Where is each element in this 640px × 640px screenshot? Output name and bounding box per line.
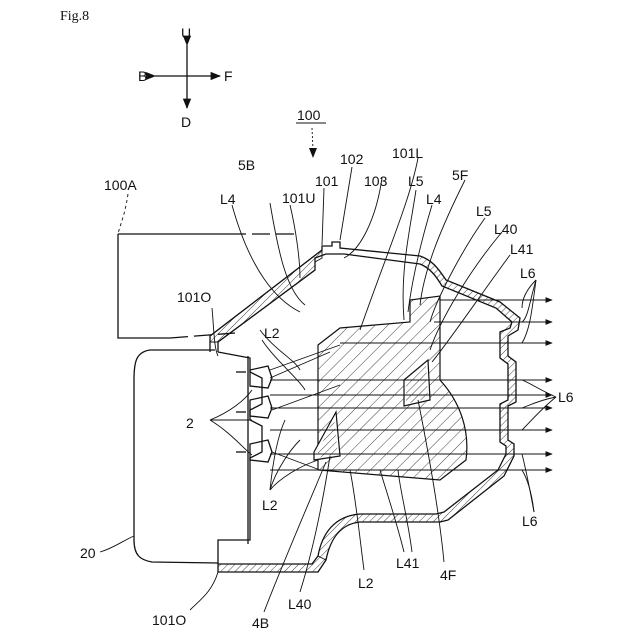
- label-103: 103: [364, 173, 388, 189]
- label-101O-top: 101O: [177, 289, 211, 305]
- label-101: 101: [315, 173, 339, 189]
- label-L5-top: L5: [408, 173, 424, 189]
- label-L40-bottom: L40: [288, 596, 312, 612]
- assembly-arrowhead: [309, 148, 317, 158]
- label-5B: 5B: [238, 157, 255, 173]
- label-4F: 4F: [440, 567, 456, 583]
- label-L40-top: L40: [494, 221, 518, 237]
- vehicle-body: [134, 350, 218, 563]
- label-101L: 101L: [392, 145, 423, 161]
- label-4B: 4B: [252, 615, 269, 631]
- label-L4-right: L4: [426, 191, 442, 207]
- label-L6-top: L6: [520, 265, 536, 281]
- label-L6-bottom: L6: [522, 513, 538, 529]
- direction-up-label: U: [181, 25, 191, 41]
- direction-down-label: D: [181, 114, 191, 130]
- label-2: 2: [186, 415, 194, 431]
- label-L6-mid: L6: [558, 389, 574, 405]
- label-L41-top: L41: [510, 241, 534, 257]
- assembly-label: 100: [297, 107, 321, 123]
- label-100A: 100A: [104, 177, 137, 193]
- light-source-wall: [218, 352, 272, 563]
- label-20: 20: [80, 545, 96, 561]
- label-L4-left: L4: [220, 191, 236, 207]
- label-102: 102: [340, 151, 364, 167]
- label-101U: 101U: [282, 190, 315, 206]
- label-L5-right: L5: [476, 203, 492, 219]
- label-L2-lower: L2: [358, 575, 374, 591]
- direction-front-label: F: [224, 68, 233, 84]
- lamp-unit-outline: [118, 194, 300, 338]
- direction-back-label: B: [138, 68, 147, 84]
- assembly-leader: [312, 128, 313, 150]
- label-L2-top: L2: [264, 325, 280, 341]
- label-L2-bottom: L2: [262, 497, 278, 513]
- label-5F: 5F: [452, 167, 468, 183]
- figure-label: Fig.8: [60, 9, 89, 24]
- light-guide-body: [318, 296, 467, 480]
- label-101O-bottom: 101O: [152, 612, 186, 628]
- direction-compass: U D B F: [138, 25, 233, 130]
- label-L41-bottom: L41: [396, 555, 420, 571]
